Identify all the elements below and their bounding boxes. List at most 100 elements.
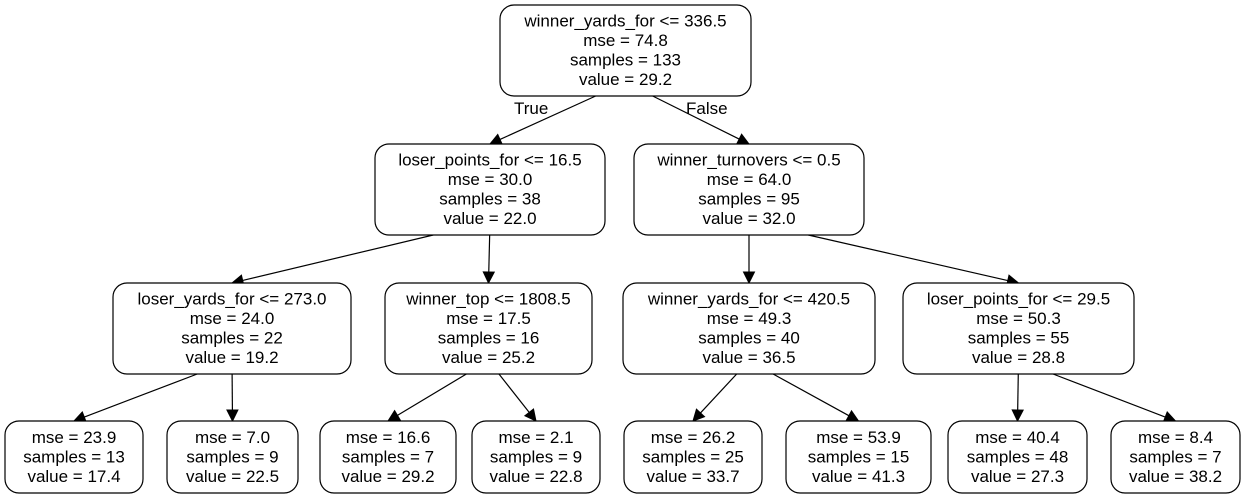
arrowhead-icon	[387, 409, 402, 422]
node-text-line: mse = 74.8	[583, 31, 668, 50]
node-text-line: mse = 26.2	[651, 428, 736, 447]
node-box	[785, 420, 932, 494]
node-text-line: mse = 2.1	[498, 428, 573, 447]
node-text-line: samples = 133	[570, 51, 681, 70]
node-box	[319, 420, 457, 494]
node-text-line: mse = 23.9	[32, 428, 117, 447]
arrowhead-icon	[742, 271, 756, 285]
node-text-line: value = 22.0	[443, 209, 536, 228]
node-box	[374, 143, 606, 236]
edge-n3-l1	[72, 373, 198, 423]
node-box	[623, 420, 763, 494]
node-text-line: value = 17.4	[27, 467, 120, 486]
node-text-line: mse = 64.0	[707, 170, 792, 189]
edge-n5-l6	[772, 373, 860, 422]
node-text-line: mse = 17.5	[446, 309, 531, 328]
edge-line	[397, 373, 467, 416]
node-text-line: winner_turnovers <= 0.5	[656, 151, 840, 170]
edge-n2-n6	[808, 234, 1020, 287]
node-text-line: value = 33.7	[646, 467, 739, 486]
arrowhead-icon	[523, 408, 537, 422]
node-text-line: samples = 95	[698, 190, 800, 209]
arrowhead-icon	[488, 133, 504, 145]
node-box	[166, 420, 299, 494]
edge-label-true: True	[514, 99, 548, 118]
edge-line	[1052, 373, 1166, 418]
node-text-line: mse = 7.0	[195, 428, 270, 447]
node-text-line: value = 19.2	[185, 348, 278, 367]
node-text-line: mse = 40.4	[975, 428, 1060, 447]
node-box	[471, 420, 601, 494]
node-text-line: value = 27.3	[971, 467, 1064, 486]
node-text-line: loser_points_for <= 16.5	[398, 151, 581, 170]
edge-line	[1017, 373, 1019, 411]
edge-line	[700, 373, 738, 414]
node-text-line: mse = 50.3	[976, 309, 1061, 328]
edge-line	[84, 373, 198, 418]
node-text-line: samples = 7	[342, 447, 434, 466]
edge-n4-l3	[387, 373, 467, 422]
node-box	[112, 282, 352, 375]
node-text-line: loser_yards_for <= 273.0	[137, 290, 326, 309]
node-text-line: value = 41.3	[812, 467, 905, 486]
node-text-line: samples = 38	[439, 190, 541, 209]
node-text-line: value = 29.2	[341, 467, 434, 486]
node-text-line: mse = 16.6	[346, 428, 431, 447]
node-text-line: winner_yards_for <= 420.5	[647, 290, 850, 309]
node-text-line: samples = 40	[698, 329, 800, 348]
arrowhead-icon	[692, 408, 706, 422]
node-box	[633, 143, 865, 236]
edge-n4-l4	[498, 373, 537, 422]
edge-n2-n5	[742, 235, 756, 285]
edge-label-false: False	[686, 99, 728, 118]
edge-n6-l8	[1052, 373, 1177, 423]
edge-line	[498, 373, 530, 413]
node-box	[902, 282, 1135, 375]
edge-root-n1: True	[488, 95, 596, 145]
node-box	[384, 282, 593, 375]
node-text-line: mse = 8.4	[1138, 428, 1213, 447]
node-text-line: winner_yards_for <= 336.5	[523, 12, 726, 31]
node-box	[622, 282, 876, 375]
edge-line	[772, 373, 850, 417]
node-text-line: loser_points_for <= 29.5	[927, 290, 1110, 309]
node-text-line: winner_top <= 1808.5	[405, 290, 570, 309]
node-text-line: samples = 7	[1129, 447, 1221, 466]
edge-line	[488, 234, 491, 273]
node-text-line: mse = 49.3	[707, 309, 792, 328]
edge-root-n2: False	[652, 95, 751, 145]
arrowhead-icon	[1011, 409, 1024, 423]
node-text-line: samples = 22	[181, 329, 283, 348]
node-text-line: value = 36.5	[702, 348, 795, 367]
node-box	[1110, 420, 1241, 494]
node-text-line: value = 29.2	[579, 70, 672, 89]
node-box	[947, 420, 1088, 494]
node-text-line: samples = 9	[186, 447, 278, 466]
node-text-line: samples = 25	[642, 447, 744, 466]
node-text-line: samples = 13	[23, 447, 125, 466]
edge-line	[242, 234, 434, 282]
node-text-line: value = 38.2	[1129, 467, 1222, 486]
node-text-line: samples = 15	[808, 447, 910, 466]
edge-n1-n3	[230, 234, 434, 287]
node-text-line: samples = 16	[438, 329, 540, 348]
edge-n6-l7	[1011, 373, 1024, 423]
arrowhead-icon	[226, 409, 239, 423]
node-text-line: value = 32.0	[702, 209, 795, 228]
node-text-line: value = 22.8	[489, 467, 582, 486]
node-box	[4, 420, 144, 494]
edge-line	[652, 95, 740, 140]
node-text-line: samples = 55	[968, 329, 1070, 348]
